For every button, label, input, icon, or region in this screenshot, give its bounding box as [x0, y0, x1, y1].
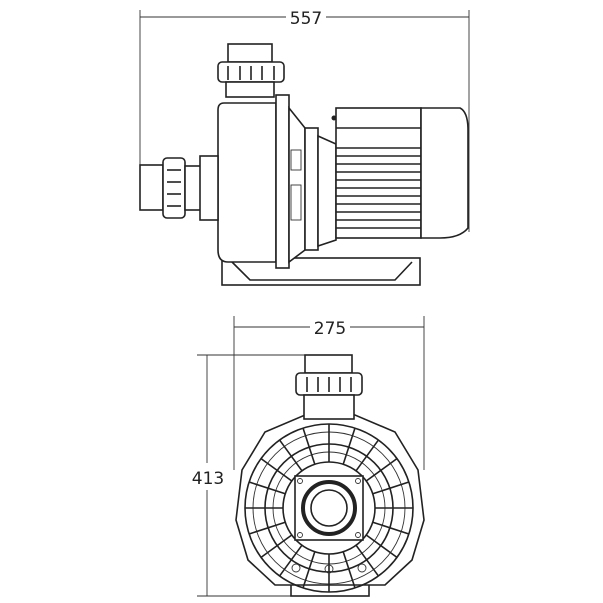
inlet-union [139, 155, 219, 221]
height-dimension: 413 [192, 354, 340, 597]
length-dimension-label: 557 [290, 9, 322, 29]
grille-spoke [302, 551, 316, 589]
grille-spoke [260, 457, 293, 482]
width-dimension: 275 [233, 316, 425, 470]
grille-spoke [260, 534, 293, 559]
housing-flange [275, 94, 290, 269]
motor-end-cap [420, 107, 469, 239]
height-dimension-label: 413 [192, 469, 224, 489]
motor-flange [304, 127, 319, 251]
front-outlet-union [295, 354, 363, 420]
grille-spoke [372, 481, 410, 495]
pump-housing [217, 102, 277, 263]
front-view: 275 413 [192, 316, 425, 597]
cooling-fins [336, 147, 421, 229]
side-view: 557 [139, 9, 470, 286]
grille-spoke [342, 427, 356, 465]
grille-spoke [355, 439, 380, 472]
grille-spoke [342, 551, 356, 589]
grille-spoke [278, 439, 303, 472]
outlet-union [217, 43, 285, 98]
strainer-grille [244, 423, 414, 593]
grille-spoke [278, 544, 303, 577]
grille-spoke [355, 544, 380, 577]
grille-spoke [248, 481, 286, 495]
width-dimension-label: 275 [314, 319, 346, 339]
grille-spoke [372, 521, 410, 535]
motor [331, 107, 469, 239]
grille-spoke [365, 534, 398, 559]
grille-spoke [365, 457, 398, 482]
grille-spoke [302, 427, 316, 465]
grille-spoke [248, 521, 286, 535]
